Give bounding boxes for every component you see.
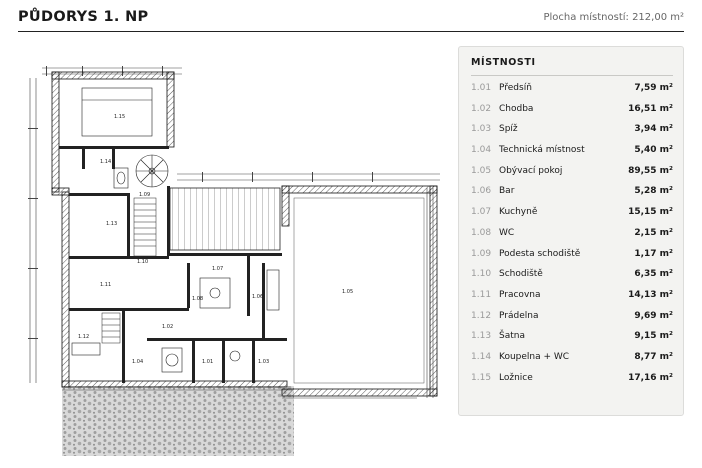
room-size: 15,15 m² (628, 207, 673, 218)
room-label-1.02: 1.02 (162, 324, 173, 330)
room-name: Technická místnost (499, 145, 585, 156)
rooms-panel: MÍSTNOSTI 1.01 Předsíň 7,59 m² 1.02 Chodba 16… (458, 46, 684, 416)
floor-plan-drawing: 1.15 1.14 1.13 1.11 1.12 1.05 1.07 1.06 … (28, 66, 440, 456)
room-row: 1.14 Koupelna + WC 8,77 m² (471, 347, 673, 368)
room-label-1.03: 1.03 (258, 359, 269, 365)
room-size: 2,15 m² (634, 227, 673, 238)
room-number: 1.12 (471, 310, 492, 321)
room-list: 1.01 Předsíň 7,59 m² 1.02 Chodba 16,51 m² 1.03… (471, 78, 673, 388)
room-size: 89,55 m² (628, 165, 673, 176)
room-size: 6,35 m² (634, 269, 673, 280)
room-row: 1.05 Obývací pokoj 89,55 m² (471, 161, 673, 182)
total-area: Plocha místností: 212,00 m² (543, 12, 684, 23)
room-name: Šatna (499, 331, 525, 342)
room-name: WC (499, 227, 515, 238)
room-label-1.08: 1.08 (192, 296, 203, 302)
room-row: 1.09 Podesta schodiště 1,17 m² (471, 244, 673, 265)
room-row: 1.10 Schodiště 6,35 m² (471, 264, 673, 285)
room-label-1.13: 1.13 (106, 221, 117, 227)
room-label-1.11: 1.11 (100, 282, 111, 288)
room-size: 16,51 m² (628, 103, 673, 114)
room-number: 1.07 (471, 207, 492, 218)
room-label-1.05: 1.05 (342, 289, 353, 295)
room-size: 9,15 m² (634, 331, 673, 342)
room-size: 1,17 m² (634, 248, 673, 259)
room-number: 1.04 (471, 145, 492, 156)
room-name: Chodba (499, 103, 534, 114)
page-title: PŮDORYS 1. NP (18, 9, 149, 25)
room-row: 1.04 Technická místnost 5,40 m² (471, 140, 673, 161)
room-row: 1.01 Předsíň 7,59 m² (471, 78, 673, 99)
room-row: 1.11 Pracovna 14,13 m² (471, 285, 673, 306)
room-labels: 1.15 1.14 1.13 1.11 1.12 1.05 1.07 1.06 … (78, 114, 353, 365)
room-number: 1.09 (471, 248, 492, 259)
room-name: Prádelna (499, 310, 539, 321)
room-label-1.10: 1.10 (137, 259, 148, 265)
room-label-1.04: 1.04 (132, 359, 143, 365)
room-size: 14,13 m² (628, 289, 673, 300)
room-number: 1.10 (471, 269, 492, 280)
rooms-panel-divider (471, 75, 673, 76)
room-name: Předsíň (499, 83, 532, 93)
room-name: Podesta schodiště (499, 248, 581, 259)
terrace-deck (169, 187, 281, 251)
room-row: 1.15 Ložnice 17,16 m² (471, 368, 673, 389)
stair-flight (101, 197, 157, 344)
room-name: Bar (499, 186, 515, 197)
room-size: 5,40 m² (634, 145, 673, 156)
spiral-stair (135, 154, 169, 188)
room-number: 1.03 (471, 124, 492, 135)
room-label-1.07: 1.07 (212, 266, 223, 272)
paving-area (62, 386, 294, 456)
room-name: Ložnice (499, 372, 533, 383)
room-size: 5,28 m² (634, 186, 673, 197)
room-row: 1.12 Prádelna 9,69 m² (471, 306, 673, 327)
room-number: 1.11 (471, 289, 492, 300)
room-label-1.09: 1.09 (139, 192, 150, 198)
room-row: 1.02 Chodba 16,51 m² (471, 99, 673, 120)
room-row: 1.03 Spíž 3,94 m² (471, 119, 673, 140)
room-number: 1.05 (471, 165, 492, 176)
page-header: PŮDORYS 1. NP Plocha místností: 212,00 m… (18, 8, 684, 32)
room-name: Koupelna + WC (499, 351, 570, 362)
room-row: 1.06 Bar 5,28 m² (471, 181, 673, 202)
room-size: 9,69 m² (634, 310, 673, 321)
dimension-ticks (28, 66, 373, 339)
room-name: Schodiště (499, 269, 543, 280)
room-number: 1.14 (471, 351, 492, 362)
room-size: 17,16 m² (628, 372, 673, 383)
room-size: 8,77 m² (634, 351, 673, 362)
rooms-panel-title: MÍSTNOSTI (471, 57, 536, 68)
room-number: 1.08 (471, 227, 492, 238)
room-label-1.06: 1.06 (252, 294, 263, 300)
room-size: 7,59 m² (634, 83, 673, 93)
interior-walls (59, 146, 287, 383)
room-row: 1.08 WC 2,15 m² (471, 223, 673, 244)
room-number: 1.15 (471, 372, 492, 383)
room-name: Spíž (499, 124, 518, 135)
room-row: 1.13 Šatna 9,15 m² (471, 326, 673, 347)
room-number: 1.06 (471, 186, 492, 197)
room-label-1.15: 1.15 (114, 114, 125, 120)
room-number: 1.02 (471, 103, 492, 114)
living-room-interior (293, 197, 425, 384)
room-size: 3,94 m² (634, 124, 673, 135)
room-number: 1.13 (471, 331, 492, 342)
fixtures (71, 87, 280, 373)
room-label-1.14: 1.14 (100, 159, 111, 165)
room-label-1.12: 1.12 (78, 334, 89, 340)
room-label-1.01: 1.01 (202, 359, 213, 365)
room-number: 1.01 (471, 83, 492, 93)
room-name: Obývací pokoj (499, 165, 563, 176)
room-row: 1.07 Kuchyně 15,15 m² (471, 202, 673, 223)
room-name: Kuchyně (499, 207, 538, 218)
room-name: Pracovna (499, 289, 541, 300)
exterior-walls (51, 71, 438, 397)
